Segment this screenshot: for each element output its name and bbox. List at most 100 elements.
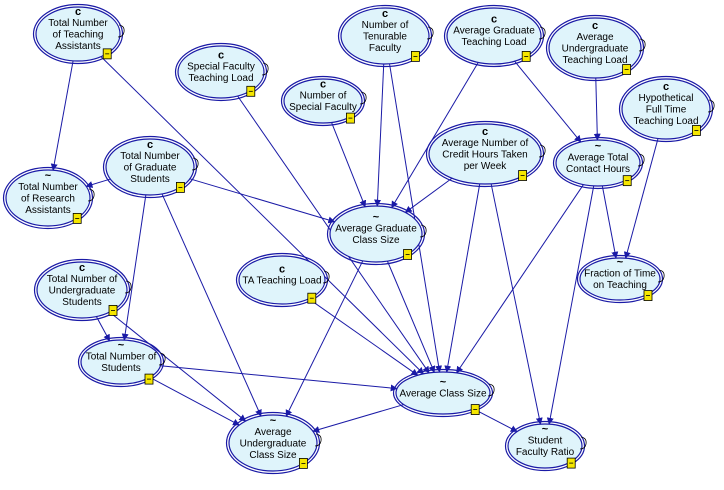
node-type-symbol: c [663,81,669,93]
node-label-line: Assistants [25,205,71,216]
node-label-line: of Teaching [53,29,104,40]
edge-grad_class-to-ugrad_class [285,260,364,417]
edge-avg_class-to-sfr [473,408,518,432]
node-type-symbol: ~ [118,340,125,352]
edge-ugrad_students-to-total_students [95,316,111,342]
node-label-line: Number of [362,20,409,31]
node-ellipse [36,261,128,319]
self-loop-icon [419,224,427,238]
node-type-symbol: c [320,79,326,91]
self-loop-icon [538,26,546,40]
node-outline [326,202,426,266]
edge-credit_hours-to-sfr [490,183,543,425]
node-ellipse [579,257,661,301]
edge-contact_hours-to-avg_class [456,184,584,374]
self-loop-icon [579,436,587,450]
node-ta_load[interactable]: cTA Teaching Load [235,252,330,308]
self-loop-icon [359,91,367,105]
node-ellipse [283,78,363,124]
node-type-symbol: ~ [542,424,549,436]
edge-avg_grad_teach-to-grad_class [391,62,479,209]
node-outline [576,254,664,304]
edges-layer [50,56,659,433]
node-label-line: of Graduate [124,162,177,173]
node-outline [235,252,329,308]
self-loop-icon [426,26,434,40]
self-loop-icon [538,144,546,158]
self-loop-icon [124,280,132,294]
node-label-line: Total Number of [47,274,118,285]
node-label-line: Contact Hours [566,164,630,175]
node-type-symbol: c [147,139,153,151]
node-outline [174,42,268,102]
node-outline [33,258,131,322]
node-outline [102,135,198,199]
node-ellipse [105,138,195,196]
node-label-line: Total Number [120,151,180,162]
node-label-line: per Week [464,161,508,172]
node-ellipse [238,255,326,305]
node-label-line: Total Number [18,182,78,193]
node-label-line: Tenurable [363,31,407,42]
edge-grad_students-to-total_students [121,194,147,341]
node-label-line: on Teaching [593,280,647,291]
node-label-line: Undergraduate [562,43,629,54]
node-outline [425,120,545,188]
edge-tenurable-to-grad_class [374,63,385,207]
node-label-line: Average Total [568,153,629,164]
self-loop-icon [322,270,330,284]
edge-avg_class-to-ugrad_class [312,404,404,433]
node-ellipse [507,423,583,469]
node-label-line: Students [130,174,169,185]
self-loop-icon [158,352,166,366]
edge-total_students-to-avg_class [160,365,398,392]
node-type-symbol: ~ [595,141,602,153]
edge-avg_ugrad_teach-to-contact_hours [593,77,601,141]
node-type-symbol: ~ [270,415,277,427]
node-label-line: Credit Hours Taken [442,149,527,160]
node-ellipse [80,339,162,385]
self-loop-icon [117,24,125,38]
self-loop-icon [657,269,665,283]
node-label-line: Undergraduate [49,285,116,296]
node-label-line: Special Faculty [289,102,357,113]
node-label-line: Faculty [369,43,401,54]
edge-grad_students-to-grad_class [189,178,336,224]
self-loop-icon [638,38,646,52]
node-label-line: Average Number of [442,138,529,149]
edge-total_students-to-ugrad_class [149,376,240,426]
node-outline [337,4,433,68]
node-type-symbol: c [482,126,488,138]
node-outline [32,3,124,65]
node-outline [2,166,94,230]
node-label-line: Hypothetical [638,93,693,104]
node-outline [77,336,165,388]
edge-ta-to-avg_class [100,56,425,375]
node-ellipse [555,139,641,187]
node-avg_class[interactable]: ~Average Class Size [392,368,495,418]
node-type-symbol: ~ [373,212,380,224]
edge-ta-to-research_asst [50,60,74,171]
node-type-symbol: c [491,14,497,26]
node-ellipse [5,169,91,227]
edge-credit_hours-to-grad_class [404,177,453,213]
